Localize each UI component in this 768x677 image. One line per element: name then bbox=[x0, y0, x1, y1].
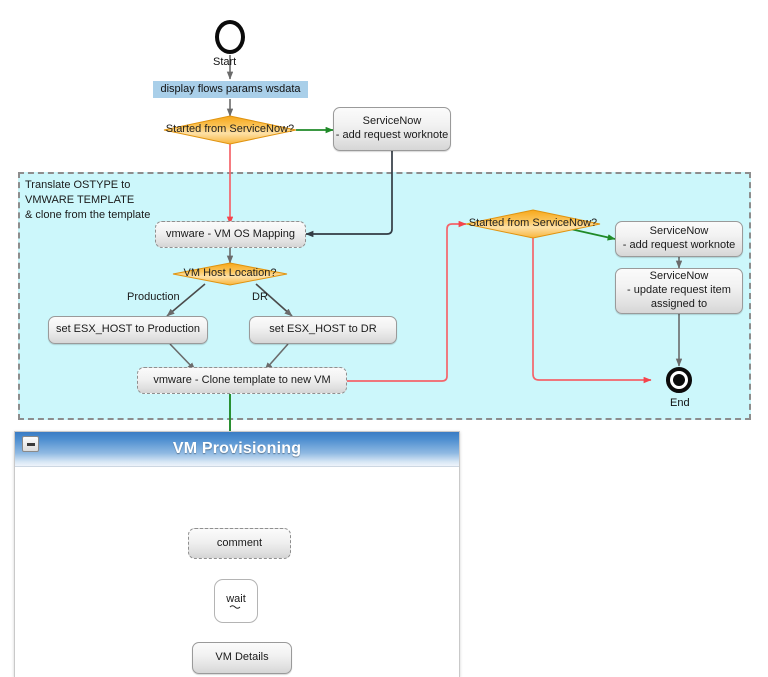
node-vm-details[interactable]: VM Details bbox=[192, 642, 292, 674]
panel-body: comment wait VM Details get vm bbox=[15, 467, 459, 677]
decision-host-location-label: VM Host Location? bbox=[183, 267, 277, 280]
start-label: Start bbox=[213, 56, 237, 68]
end-marker bbox=[666, 367, 692, 393]
node-set-esx-host-production[interactable]: set ESX_HOST to Production bbox=[48, 316, 208, 344]
vm-provisioning-panel: VM Provisioning comment wait VM Details … bbox=[14, 431, 460, 677]
node-display-flows-params[interactable]: display flows params wsdata bbox=[153, 81, 308, 98]
edge-label-dr: DR bbox=[252, 291, 268, 303]
node-servicenow-add-worknote-2[interactable]: ServiceNow - add request worknote bbox=[615, 221, 743, 257]
decision-started-from-servicenow-2[interactable]: Started from ServiceNow? bbox=[463, 210, 603, 238]
end-label: End bbox=[670, 397, 690, 409]
wait-squiggle-icon bbox=[229, 605, 241, 610]
node-wait-label: wait bbox=[226, 592, 246, 605]
node-comment[interactable]: comment bbox=[188, 528, 291, 559]
node-set-esx-host-dr[interactable]: set ESX_HOST to DR bbox=[249, 316, 397, 344]
node-vmware-clone-template[interactable]: vmware - Clone template to new VM bbox=[137, 367, 347, 394]
minimize-icon[interactable] bbox=[22, 436, 39, 452]
panel-title: VM Provisioning bbox=[172, 440, 302, 457]
start-marker bbox=[215, 20, 245, 54]
decision-vm-host-location[interactable]: VM Host Location? bbox=[173, 262, 287, 286]
edge-label-production: Production bbox=[127, 291, 180, 303]
panel-titlebar: VM Provisioning bbox=[15, 432, 459, 467]
node-vmware-vm-os-mapping[interactable]: vmware - VM OS Mapping bbox=[155, 221, 306, 248]
group-note-label: Translate OSTYPE to VMWARE TEMPLATE & cl… bbox=[25, 179, 151, 221]
node-servicenow-update-request-item[interactable]: ServiceNow - update request item assigne… bbox=[615, 268, 743, 314]
decision-2-label: Started from ServiceNow? bbox=[468, 217, 598, 230]
node-wait[interactable]: wait bbox=[214, 579, 258, 623]
decision-1-label: Started from ServiceNow? bbox=[165, 123, 295, 136]
decision-started-from-servicenow-1[interactable]: Started from ServiceNow? bbox=[160, 116, 300, 144]
node-servicenow-add-worknote-1[interactable]: ServiceNow - add request worknote bbox=[333, 107, 451, 151]
